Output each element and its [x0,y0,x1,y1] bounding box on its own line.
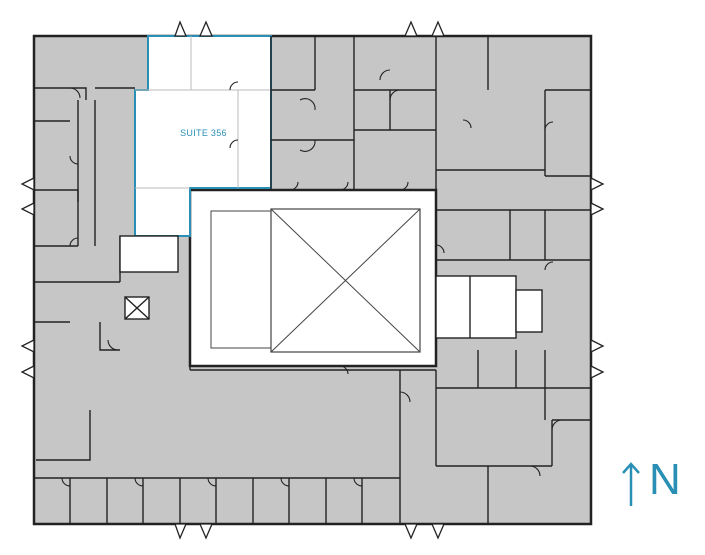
north-letter: N [649,455,681,504]
suite-label: SUITE 356 [180,128,227,138]
north-arrow-icon [622,462,640,506]
atrium-shaft [270,208,421,353]
west-offices [34,87,179,461]
north-indicator: N [619,454,699,514]
suite-356-area[interactable] [134,35,272,237]
north-offices [270,36,591,190]
south-offices [34,366,436,524]
exterior-doors [20,20,605,540]
door-swings [61,69,563,487]
central-core [188,188,438,368]
